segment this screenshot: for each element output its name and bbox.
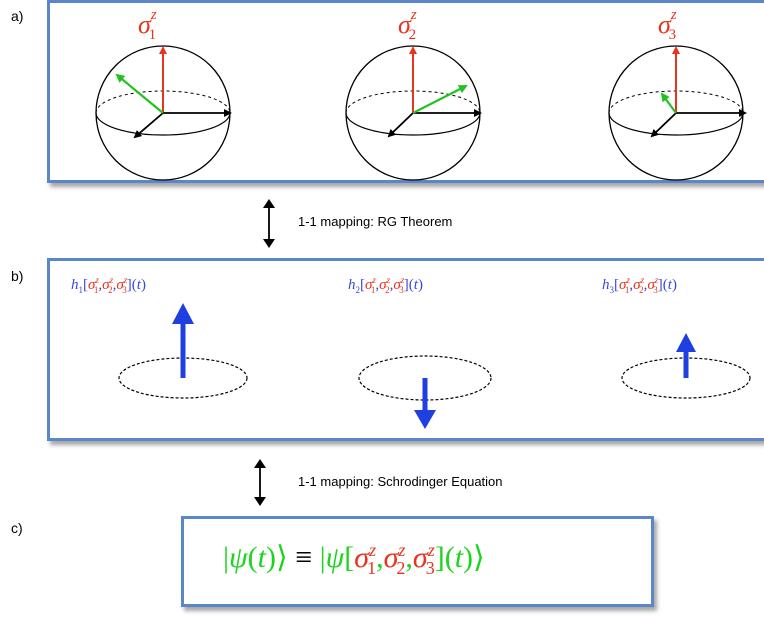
spin-1-symbol: σ: [138, 10, 151, 39]
field-2-s3-sup: z: [400, 275, 405, 285]
eq-s3-sub: 3: [425, 558, 435, 578]
bloch-sphere-1: [95, 45, 232, 181]
field-3-s1-sup: z: [626, 275, 630, 285]
site-1: [118, 303, 248, 399]
field-1-arrow-head: [172, 303, 194, 324]
field-1-s1-sub: 1: [93, 285, 99, 295]
eq-s1-sup: z: [369, 540, 377, 560]
eq-equiv: ≡: [295, 541, 320, 574]
schrodinger-mapping-arrow: [254, 459, 266, 506]
spin-2-sub: 2: [408, 27, 417, 44]
sphere-2-spin-vector: [412, 85, 468, 114]
eq-s2-sub: 2: [396, 558, 406, 578]
field-1-h: h: [71, 277, 79, 293]
site-2-ellipse: [358, 355, 492, 401]
field-2-s3-sub: 3: [399, 285, 404, 295]
sphere-3-spin-vector: [660, 92, 677, 114]
panel-label-a: a): [11, 8, 24, 24]
field-3-sub: 3: [609, 285, 615, 295]
field-2-s1-sup: z: [372, 275, 376, 285]
field-2-s2-sup: z: [386, 275, 391, 285]
sphere-1-equator-front: [95, 112, 231, 136]
sphere-1-y-axis: [133, 112, 164, 139]
field-3-s1-sub: 1: [624, 285, 630, 295]
sphere-2-y-axis: [387, 112, 414, 138]
panel-label-c: c): [11, 520, 23, 536]
field-3-s3-sup: z: [654, 275, 659, 285]
field-1-s3-sub: 3: [122, 285, 127, 295]
spin-3-symbol: σ: [658, 10, 671, 39]
field-1-s2-sup: z: [109, 275, 114, 285]
local-fields-box: [47, 258, 764, 441]
spin-3-sup: z: [670, 7, 677, 24]
field-2-s2-sub: 2: [385, 285, 390, 295]
site-2: [358, 355, 492, 429]
rg-mapping-label: 1-1 mapping: RG Theorem: [298, 214, 453, 229]
eq-s1-sub: 1: [367, 558, 377, 578]
field-1-s3-sup: z: [123, 275, 128, 285]
field-1-sub: 1: [78, 285, 84, 295]
sphere-3-y-axis: [650, 112, 677, 138]
field-2-h: h: [348, 277, 356, 293]
schrodinger-mapping-label: 1-1 mapping: Schrodinger Equation: [298, 474, 503, 489]
eq-s2-sup: z: [398, 540, 406, 560]
field-3-h: h: [602, 277, 610, 293]
spin-label-1: σz 1: [138, 7, 157, 44]
eq-lhs: |ψ(t)⟩: [223, 541, 288, 574]
spin-2-sup: z: [410, 7, 417, 24]
sphere-1-spin-vector: [115, 73, 164, 114]
eq-s3-sup: z: [427, 540, 435, 560]
field-3-arrow-head: [676, 333, 696, 352]
field-3-s2-sup: z: [640, 275, 645, 285]
spin-label-3: σz 3: [658, 7, 677, 44]
field-2-sub: 2: [355, 285, 361, 295]
spin-2-symbol: σ: [398, 10, 411, 39]
bloch-sphere-2: [345, 45, 482, 181]
rg-mapping-arrow: [263, 199, 275, 248]
field-label-3: h3[σz1,σz2,σz3](t): [602, 275, 677, 295]
field-label-1: h1[σz1,σz2,σz3](t): [71, 275, 146, 295]
field-3-s2-sub: 2: [639, 285, 644, 295]
spin-1-sup: z: [150, 7, 157, 24]
field-3-s3-sub: 3: [653, 285, 658, 295]
field-label-2: h2[σz1,σz2,σz3](t): [348, 275, 423, 295]
sphere-2-equator-front: [345, 112, 481, 136]
spin-1-sub: 1: [148, 27, 157, 44]
field-1-s1-sup: z: [95, 275, 99, 285]
spin-3-sub: 3: [668, 27, 677, 44]
field-2-arrow-head: [414, 410, 436, 429]
field-2-s1-sub: 1: [370, 285, 376, 295]
field-1-s2-sub: 2: [108, 285, 113, 295]
bloch-sphere-3: [608, 45, 747, 181]
wavefunction-equation: |ψ(t)⟩ ≡ |ψ[σz1,σz2,σz3](t)⟩: [223, 540, 485, 578]
site-3: [621, 333, 751, 399]
spin-label-2: σz 2: [398, 7, 417, 44]
sphere-3-equator-front: [608, 112, 744, 136]
panel-label-b: b): [11, 268, 24, 284]
wavefunction-box: [181, 516, 654, 607]
